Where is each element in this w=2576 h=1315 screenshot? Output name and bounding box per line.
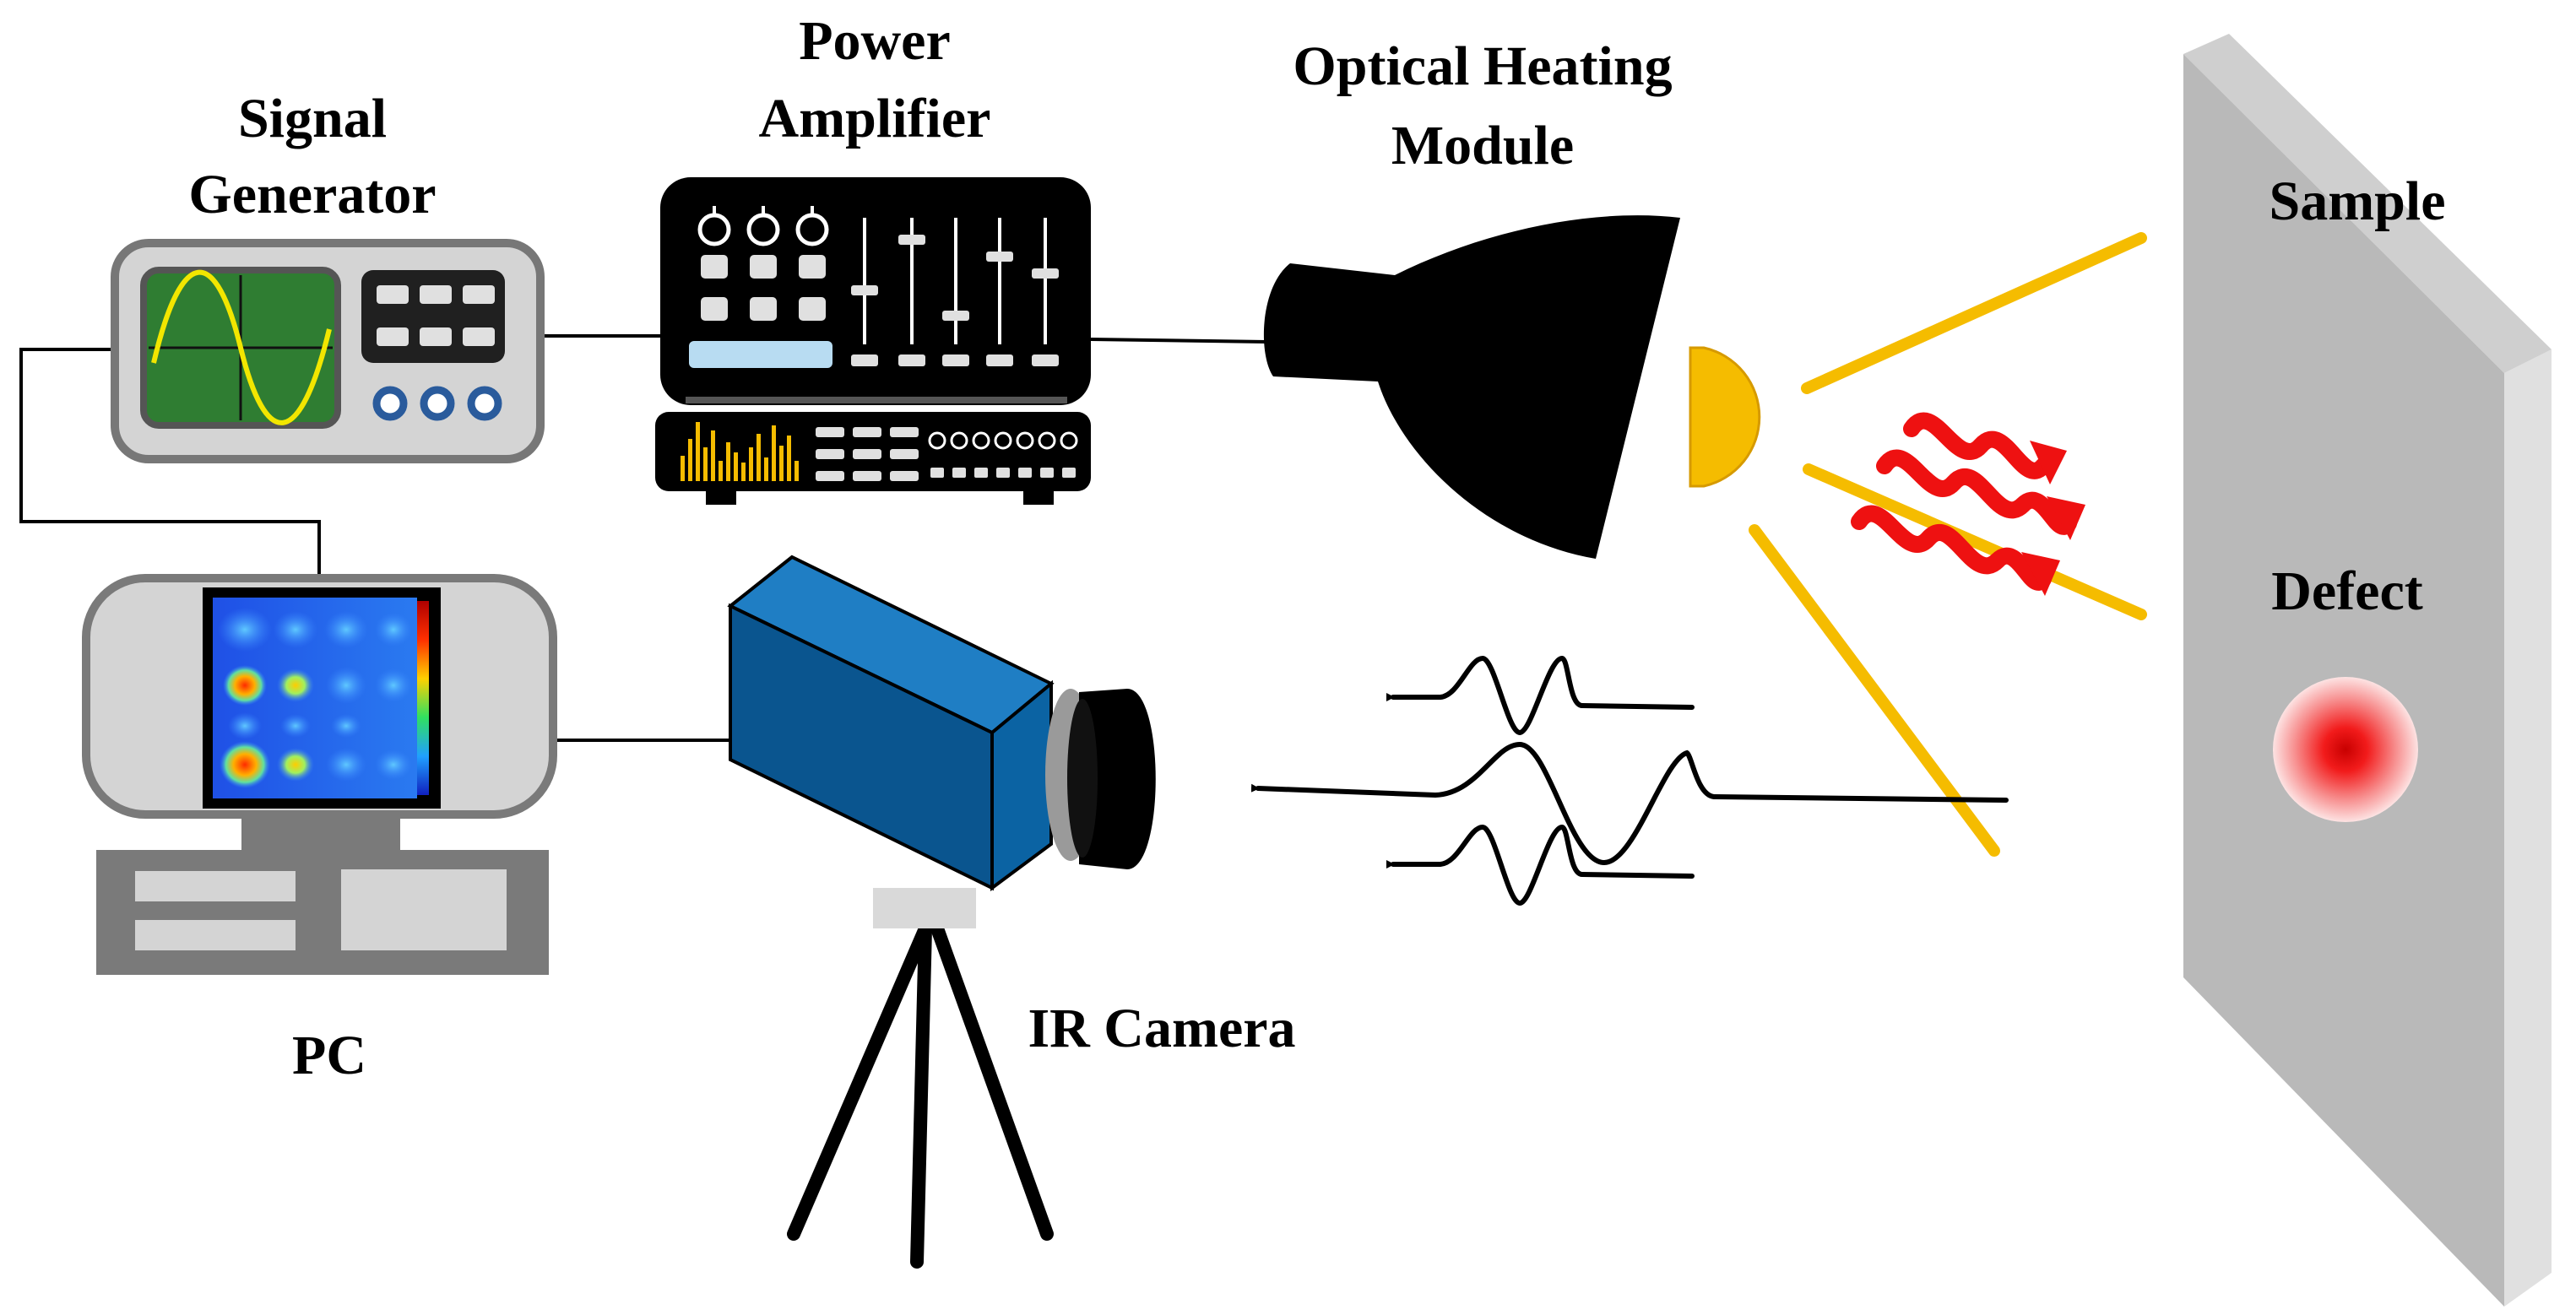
label-signal-generator-line2: Generator	[188, 164, 436, 225]
label-sample: Sample	[2269, 170, 2445, 232]
signal-generator	[111, 239, 545, 463]
wave-signal-icon	[1386, 655, 1695, 736]
ir-camera	[727, 555, 1156, 1269]
light-beam-lower	[1749, 524, 2000, 857]
amplifier-display	[689, 341, 832, 368]
generator-output-knobs	[372, 386, 502, 421]
sample-side-face	[2504, 349, 2552, 1307]
heatmap-spots	[218, 608, 412, 788]
heat-arrow-head	[2021, 552, 2060, 596]
wire-amplifier-to-lamp	[1090, 338, 1267, 344]
label-optical-heating-module-line1: Optical Heating	[1293, 35, 1672, 97]
wave-signal-icon	[1250, 741, 2009, 866]
light-beam-upper	[1801, 232, 2147, 394]
amplifier-knobs	[697, 213, 829, 246]
sine-wave-icon	[151, 269, 332, 425]
generator-keypad	[361, 270, 505, 363]
tripod-mount	[873, 888, 976, 928]
label-ir-camera: IR Camera	[1028, 998, 1295, 1059]
sample-plate	[2183, 34, 2552, 1307]
lamp-bulb	[1689, 346, 1761, 488]
pc	[82, 574, 557, 975]
wave-signal-icon	[1386, 824, 1695, 906]
defect-spot	[2273, 677, 2418, 822]
lamp-icon	[1263, 215, 1680, 559]
light-beam-middle	[1803, 463, 2147, 620]
label-defect: Defect	[2271, 560, 2423, 622]
label-optical-heating-module-line2: Module	[1391, 115, 1574, 176]
labels: Signal Generator Power Amplifier Optical…	[188, 10, 2445, 1086]
sample-top-edge	[2183, 34, 2552, 373]
power-amplifier	[655, 177, 1091, 505]
thermal-image-display	[203, 587, 441, 809]
connection-wires	[19, 334, 1267, 742]
wavy-arrow-icon	[1851, 505, 2052, 591]
optical-heating-module	[1263, 215, 1761, 559]
amplifier-faders	[851, 218, 1059, 366]
heat-arrow-head	[2030, 441, 2067, 484]
camera-lens-icon	[1079, 689, 1156, 869]
heat-waves	[1851, 412, 2077, 591]
label-power-amplifier-line2: Amplifier	[759, 88, 991, 149]
label-power-amplifier-line1: Power	[799, 10, 951, 72]
wavy-arrow-icon	[1903, 412, 2052, 479]
pc-monitor-stand	[241, 814, 400, 850]
label-pc: PC	[292, 1025, 366, 1086]
wire-generator-to-pc	[19, 348, 321, 578]
wavy-arrow-icon	[1876, 449, 2077, 535]
heat-arrow-head	[2047, 496, 2085, 540]
camera-tripod	[787, 922, 1054, 1269]
camera-front-face	[990, 679, 1053, 891]
label-signal-generator-line1: Signal	[238, 88, 387, 149]
amplifier-level-meter	[681, 422, 799, 481]
thermal-wave-signals	[1250, 655, 2009, 906]
